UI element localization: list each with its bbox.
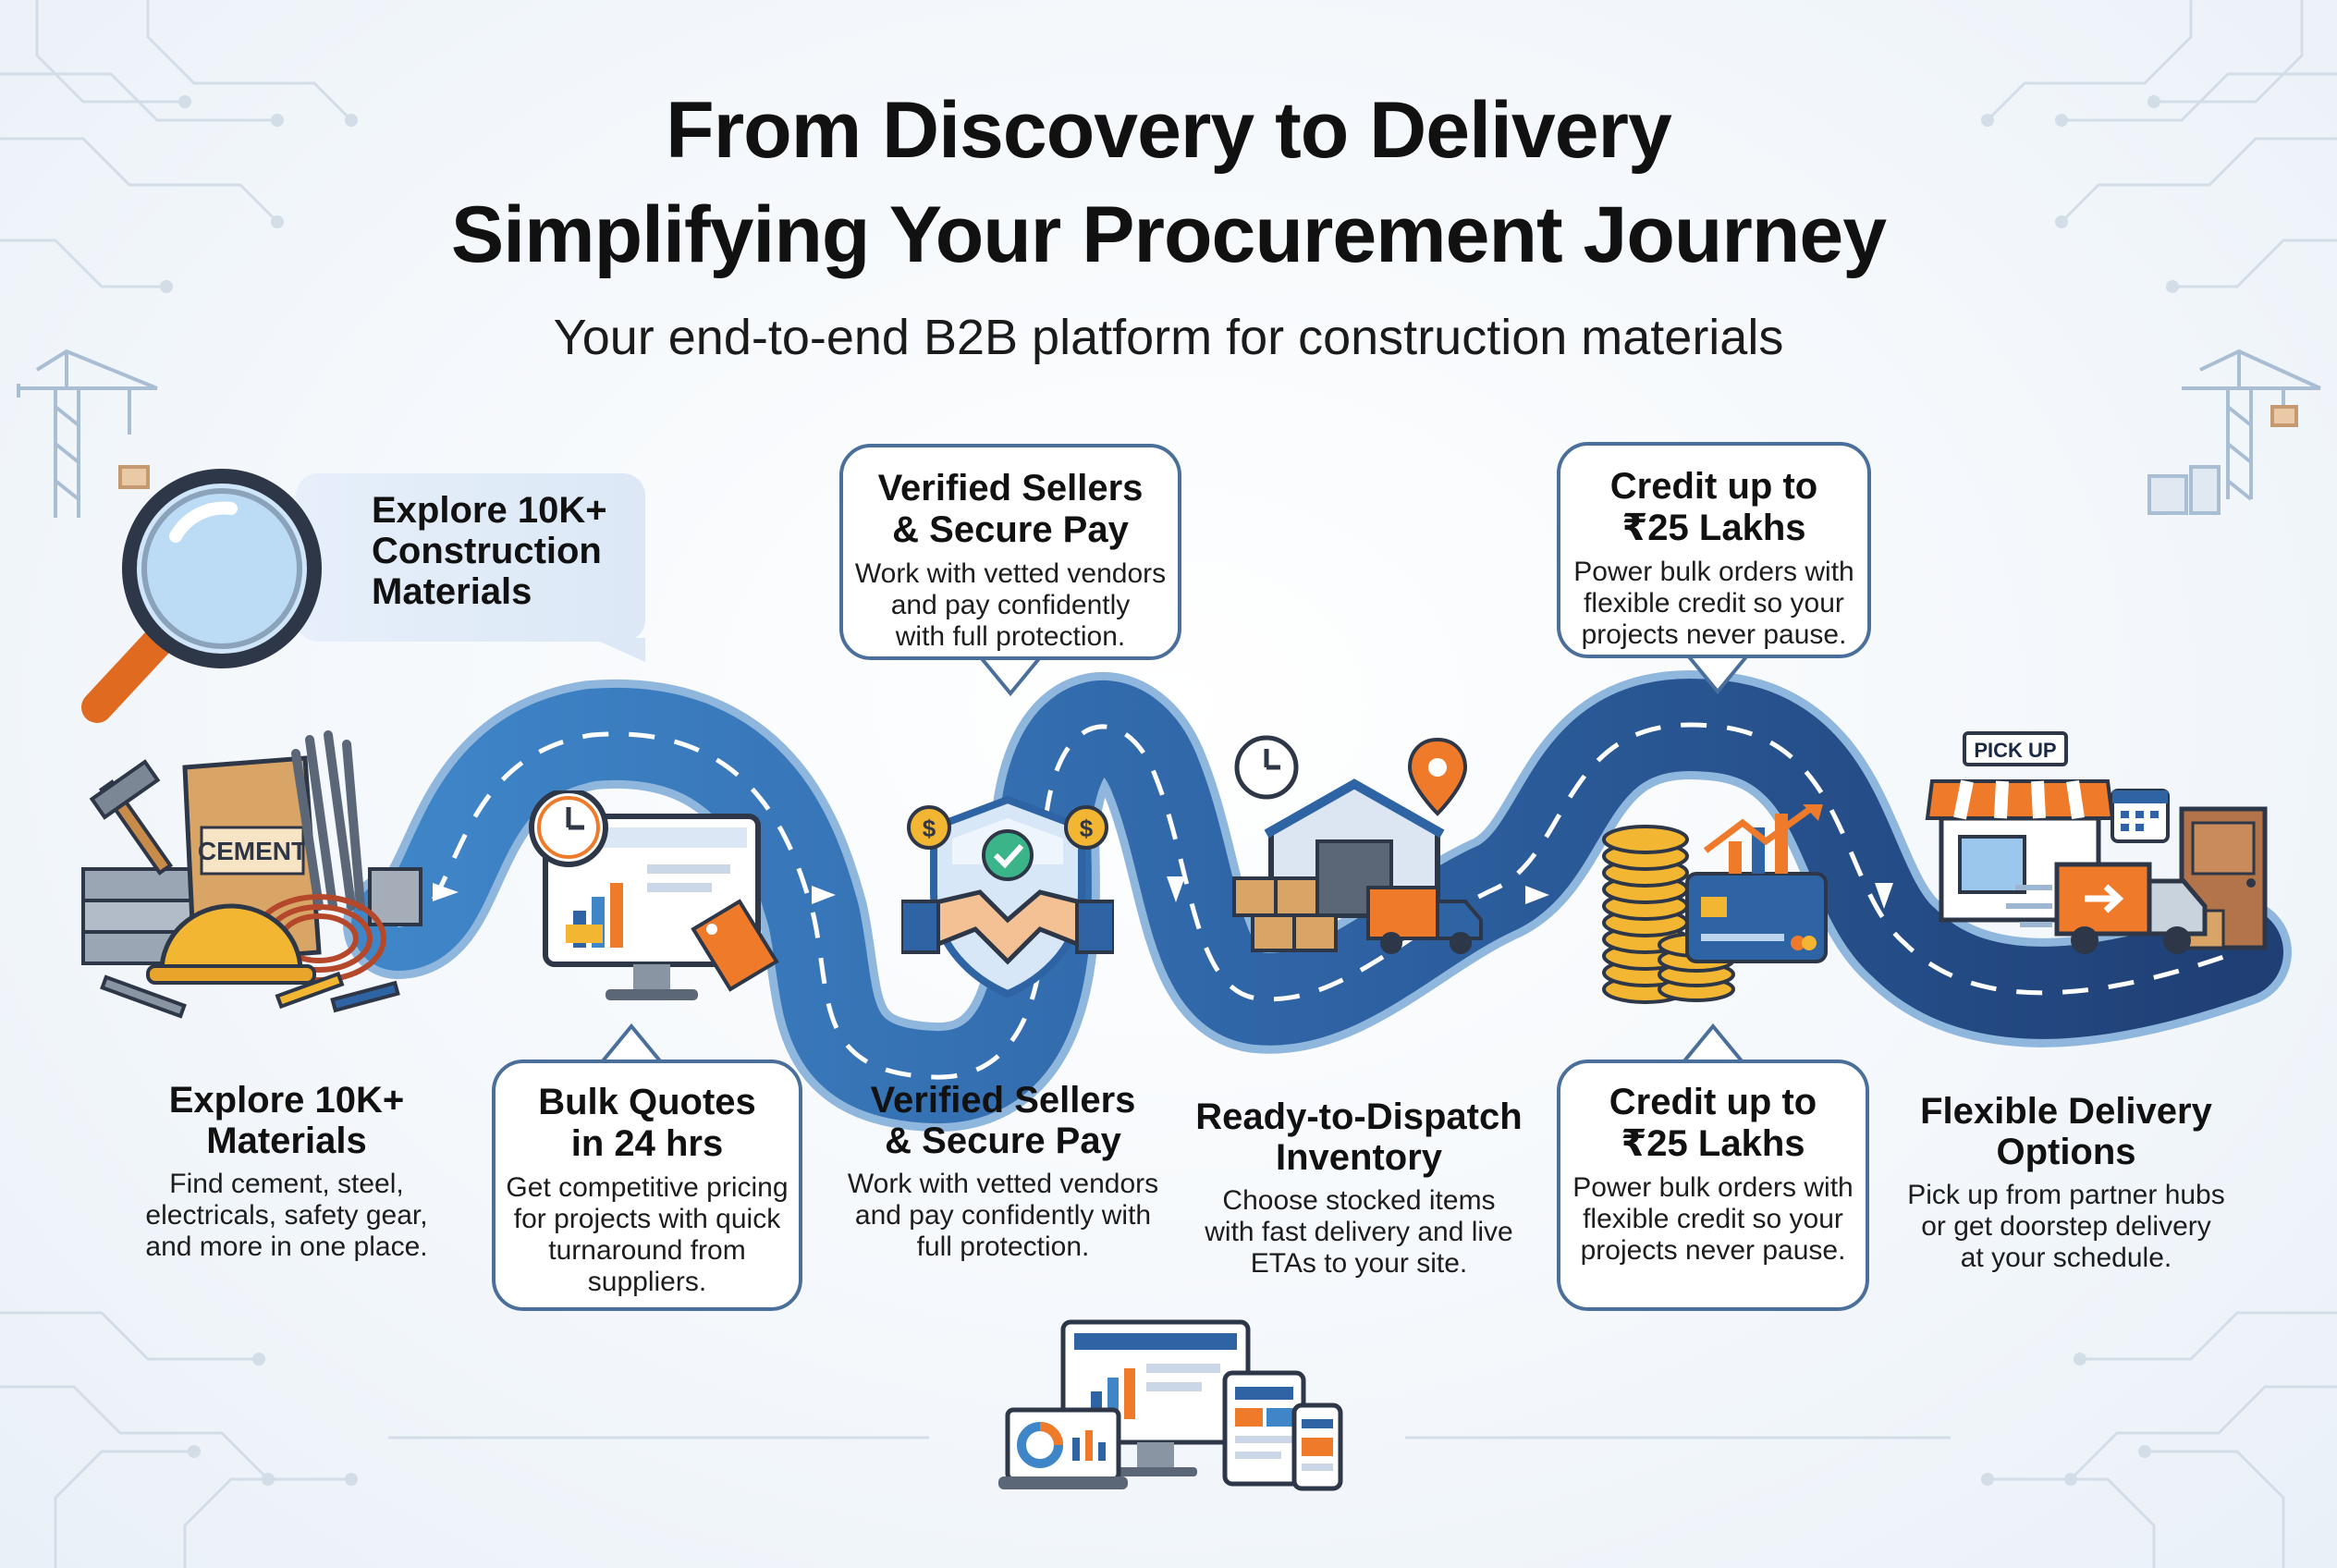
callout-body-line3: with full protection. <box>895 621 1126 652</box>
callout-body-line2: and pay confidently <box>890 590 1131 620</box>
delivery-truck-icon <box>2006 862 2208 954</box>
callout-body-line1: Work with vetted vendors <box>854 558 1167 589</box>
step-heading-line2: Inventory <box>1275 1137 1443 1178</box>
callout-verified-sellers: Verified Sellers & Secure Pay Work with … <box>839 444 1181 660</box>
step-body-line1: Choose stocked items <box>1222 1185 1496 1216</box>
pickup-store-icon: PICK UP <box>1925 731 2268 954</box>
step-body: Get competitive pricing for projects wit… <box>496 1172 799 1298</box>
coin-icon: $ <box>907 805 951 850</box>
price-tag-icon <box>691 899 779 992</box>
location-pin-icon <box>1407 737 1468 816</box>
devices-icon <box>998 1319 1343 1491</box>
step-heading-line1: Ready-to-Dispatch <box>1195 1096 1523 1137</box>
handshake-icon <box>901 889 1114 965</box>
step-body-line2: electricals, safety gear, <box>145 1200 428 1231</box>
growth-chart-icon <box>1703 804 1823 874</box>
step-flexible-delivery: Flexible Delivery Options Pick up from p… <box>1895 1091 2237 1274</box>
step-body-line1: Get competitive pricing <box>506 1172 789 1203</box>
coin-stack-icon <box>1602 804 1828 1004</box>
warehouse-icon <box>1232 735 1483 954</box>
step-body: Find cement, steel, electricals, safety … <box>129 1169 444 1263</box>
callout-body: Power bulk orders with flexible credit s… <box>1560 557 1867 651</box>
step-heading-line2: ₹25 Lakhs <box>1621 1123 1805 1164</box>
callout-credit: Credit up to ₹25 Lakhs Power bulk orders… <box>1557 442 1871 658</box>
crane-icon <box>17 349 158 518</box>
step-heading-line2: Options <box>1996 1132 2136 1172</box>
svg-text:$: $ <box>923 815 936 842</box>
step-body: Choose stocked items with fast delivery … <box>1193 1185 1525 1280</box>
step-body: Work with vetted vendors and pay confide… <box>832 1169 1174 1263</box>
step-heading-line2: in 24 hrs <box>570 1123 724 1164</box>
step-body-line3: at your schedule. <box>1960 1243 2172 1273</box>
step-verified-sellers: Verified Sellers & Secure Pay Work with … <box>832 1080 1174 1263</box>
step-body-line3: and more in one place. <box>145 1231 428 1262</box>
pickup-sign-label: PICK UP <box>1974 739 2056 762</box>
explore-callout-line2: Construction <box>372 531 602 571</box>
step-heading-line1: Credit up to <box>1609 1082 1817 1122</box>
subtitle: Your end-to-end B2B platform for constru… <box>553 310 1784 365</box>
step-bulk-quotes: Bulk Quotes in 24 hrs Get competitive pr… <box>492 1060 802 1311</box>
step-ready-dispatch: Ready-to-Dispatch Inventory Choose stock… <box>1193 1096 1525 1280</box>
cement-bag-label: CEMENT <box>198 837 307 865</box>
crane-icon <box>2147 349 2321 515</box>
calendar-icon <box>2111 789 2170 843</box>
step-heading-line1: Bulk Quotes <box>538 1082 756 1122</box>
explore-callout-line1: Explore 10K+ <box>372 490 607 531</box>
step-body-line1: Pick up from partner hubs <box>1907 1180 2225 1210</box>
callout-body: Work with vetted vendors and pay confide… <box>843 558 1178 653</box>
explore-callout-line3: Materials <box>372 571 532 612</box>
clock-icon <box>529 790 608 867</box>
callout-heading-line1: Verified Sellers <box>877 468 1144 508</box>
step-heading-line1: Explore 10K+ <box>168 1080 405 1121</box>
step-heading-line2: & Secure Pay <box>885 1121 1121 1161</box>
step-body-line1: Find cement, steel, <box>169 1169 404 1199</box>
step-heading-line1: Verified Sellers <box>870 1080 1136 1121</box>
svg-text:$: $ <box>1080 815 1094 842</box>
step-body-line2: and pay confidently with <box>854 1200 1152 1231</box>
step-body-line2: for projects with quick <box>513 1204 781 1234</box>
callout-heading-line2: & Secure Pay <box>892 509 1129 550</box>
construction-materials-icon: CEMENT <box>81 730 422 1019</box>
callout-body-line3: projects never pause. <box>1581 619 1847 650</box>
step-body-line4: suppliers. <box>587 1267 707 1297</box>
step-body-line3: turnaround from <box>548 1235 746 1266</box>
callout-body-line2: flexible credit so your <box>1584 588 1844 619</box>
explore-callout-text: Explore 10K+ Construction Materials <box>372 490 607 612</box>
step-body-line2: or get doorstep delivery <box>1921 1211 2211 1242</box>
credit-card-icon <box>1685 872 1828 963</box>
step-credit: Credit up to ₹25 Lakhs Power bulk orders… <box>1557 1060 1869 1311</box>
step-body-line1: Work with vetted vendors <box>847 1169 1159 1199</box>
shield-check-icon: $ $ <box>901 795 1114 998</box>
step-body-line1: Power bulk orders with <box>1572 1172 1854 1203</box>
quote-monitor-icon <box>529 790 779 1000</box>
callout-heading-line2: ₹25 Lakhs <box>1621 508 1806 548</box>
main-title-line1: From Discovery to Delivery <box>666 86 1672 175</box>
delivery-truck-icon <box>1366 886 1483 954</box>
step-body-line2: flexible credit so your <box>1583 1204 1843 1234</box>
step-explore: Explore 10K+ Materials Find cement, stee… <box>129 1080 444 1263</box>
coin-icon: $ <box>1064 805 1108 850</box>
magnifier-icon <box>81 469 322 723</box>
step-body-line3: ETAs to your site. <box>1250 1248 1468 1279</box>
step-body: Power bulk orders with flexible credit s… <box>1560 1172 1866 1267</box>
step-body: Pick up from partner hubs or get doorste… <box>1895 1180 2237 1274</box>
callout-heading-line1: Credit up to <box>1609 466 1818 507</box>
callout-body-line1: Power bulk orders with <box>1573 557 1854 587</box>
explore-callout-box <box>296 473 645 642</box>
step-heading-line1: Flexible Delivery <box>1920 1091 2212 1132</box>
clock-icon <box>1234 735 1299 800</box>
step-body-line2: with fast delivery and live <box>1205 1217 1513 1247</box>
step-body-line3: full protection. <box>916 1231 1090 1262</box>
step-heading-line2: Materials <box>206 1121 367 1161</box>
step-body-line3: projects never pause. <box>1580 1235 1846 1266</box>
main-title-line2: Simplifying Your Procurement Journey <box>450 190 1887 279</box>
